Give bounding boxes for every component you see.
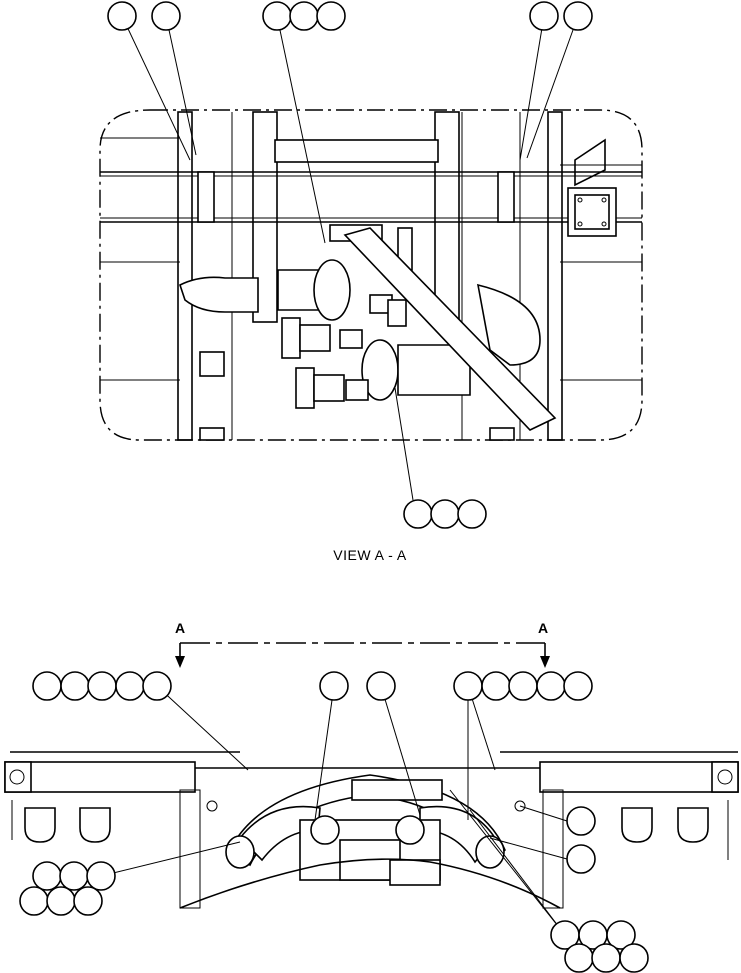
frame-cutouts — [24, 789, 709, 909]
callout-balloon — [566, 844, 596, 874]
callout-balloon — [508, 671, 538, 701]
lower-view-callouts — [19, 671, 649, 973]
callout-balloon — [46, 886, 76, 916]
view-caption: VIEW A - A — [333, 547, 407, 563]
cross-bar — [274, 139, 439, 163]
callout-balloon — [453, 671, 483, 701]
callout-balloon — [151, 1, 181, 31]
callout-balloon — [457, 499, 487, 529]
turbo-assembly — [299, 815, 441, 886]
view-a-a-drawing — [99, 109, 643, 441]
view-boundary — [99, 109, 643, 441]
callout-balloon — [619, 943, 649, 973]
callout-balloon — [59, 861, 89, 891]
callout-balloon — [289, 1, 319, 31]
side-members — [177, 111, 563, 441]
callout-balloon — [142, 671, 172, 701]
callout-balloon — [591, 943, 621, 973]
break-line — [179, 858, 561, 909]
section-marker-right: A — [538, 620, 549, 636]
callout-balloon — [32, 671, 62, 701]
callout-balloon — [536, 671, 566, 701]
callout-balloon — [86, 861, 116, 891]
leader-lines-lower — [100, 685, 568, 936]
callout-balloon — [87, 671, 117, 701]
callout-balloon — [319, 671, 349, 701]
callout-balloon — [73, 886, 103, 916]
section-line — [175, 642, 550, 668]
callout-balloon — [566, 806, 596, 836]
callout-balloon — [366, 671, 396, 701]
callout-balloon — [564, 943, 594, 973]
section-marker-left: A — [175, 620, 186, 636]
callout-balloon — [403, 499, 433, 529]
callout-balloon — [60, 671, 90, 701]
callout-balloon — [481, 671, 511, 701]
callout-balloon — [430, 499, 460, 529]
pipe-assembly — [179, 224, 541, 409]
callout-balloon — [316, 1, 346, 31]
diagonal-brace — [343, 227, 557, 431]
callout-balloon — [32, 861, 62, 891]
callout-balloon — [606, 920, 636, 950]
frame-rails — [100, 137, 642, 381]
callout-balloon — [115, 671, 145, 701]
callout-balloon — [529, 1, 559, 31]
leader-lines-top — [121, 15, 579, 501]
callout-balloon — [107, 1, 137, 31]
callout-balloon — [563, 1, 593, 31]
lower-view-drawing — [4, 751, 739, 909]
callout-balloon — [563, 671, 593, 701]
mount-brackets — [197, 138, 617, 237]
outer-frame — [4, 751, 739, 860]
top-view-callouts — [107, 1, 593, 529]
callout-balloon — [19, 886, 49, 916]
callout-balloon — [262, 1, 292, 31]
